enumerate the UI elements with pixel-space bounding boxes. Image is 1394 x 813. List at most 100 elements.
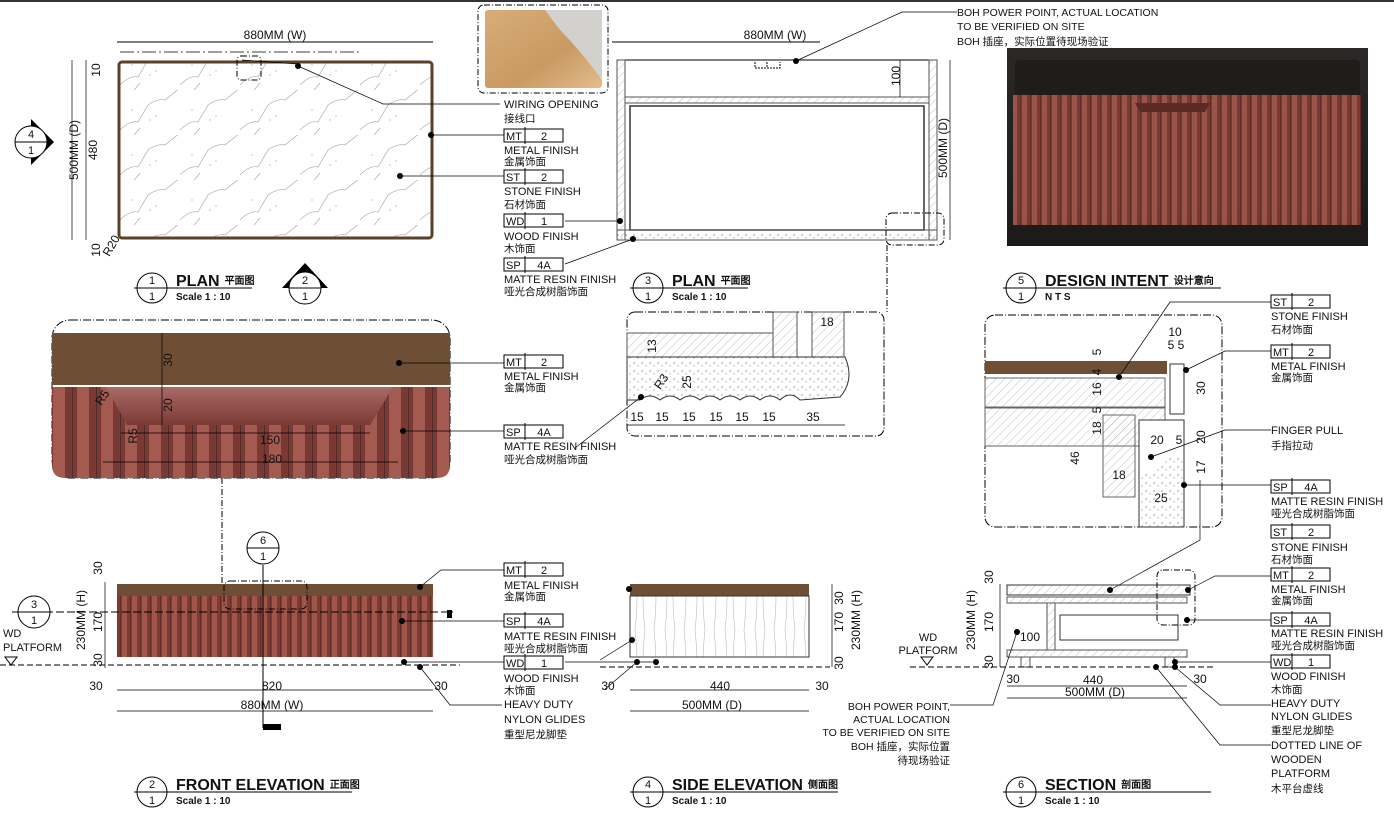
callout-label: STONE FINISH xyxy=(1271,311,1348,323)
view-title-text: FRONT ELEVATION xyxy=(176,777,325,794)
section-marker[interactable]: 41 xyxy=(14,119,54,165)
finish-code-number: 4A xyxy=(1304,482,1318,494)
dimension-label: 30 xyxy=(89,679,103,693)
callout-label: METAL FINISH xyxy=(1271,361,1346,373)
finish-code-number: 4A xyxy=(537,260,551,272)
marker-bottom: 1 xyxy=(28,145,34,157)
callout-label: DOTTED LINE OF xyxy=(1271,740,1362,752)
finish-code-number: 1 xyxy=(541,216,547,228)
callout-label-cn: 木平台虚线 xyxy=(1271,782,1324,795)
callout-label-cn: 金属饰面 xyxy=(504,155,546,168)
finish-code-prefix: MT xyxy=(506,565,522,577)
dimension-label: 18 xyxy=(1090,421,1104,435)
section-marker[interactable]: 61 xyxy=(246,531,280,565)
note-line: BOH POWER POINT, xyxy=(848,701,950,713)
sheet-number: 1 xyxy=(645,291,651,303)
dimension-label: 230MM (H) xyxy=(74,590,88,650)
dimension-label: R5 xyxy=(126,428,140,444)
callout-label: WIRING OPENING xyxy=(504,99,599,111)
view-number: 4 xyxy=(645,779,651,791)
callout-label: PLATFORM xyxy=(1271,768,1330,780)
marker-top: 4 xyxy=(28,129,34,141)
dimension-label: 30 xyxy=(982,570,996,584)
sheet-number: 1 xyxy=(149,795,155,807)
finish-code-prefix: SP xyxy=(506,260,521,272)
dimension-label: 500MM (D) xyxy=(682,698,742,712)
dimension-label: 17 xyxy=(1194,460,1208,474)
dimension-label: 30 xyxy=(161,353,175,367)
callout-label: METAL FINISH xyxy=(504,371,579,383)
wood-sample-photo xyxy=(477,4,609,94)
finish-code-prefix: MT xyxy=(506,131,522,143)
finish-code-number: 4A xyxy=(537,616,551,628)
dimension-label: 30 xyxy=(982,655,996,669)
section-marker[interactable]: 21 xyxy=(282,263,328,305)
dimension-label: 5 xyxy=(1090,348,1104,355)
dimension-label: 230MM (H) xyxy=(964,590,978,650)
front-elevation xyxy=(0,565,504,730)
finish-tag-sp: SP 4A xyxy=(503,256,564,273)
note-line: 待现场验证 xyxy=(898,754,951,767)
view-title-cn: 平面图 xyxy=(225,275,255,287)
finish-code-prefix: WD xyxy=(506,658,524,670)
view-title-text: PLAN xyxy=(176,273,220,290)
wd-platform-label-section: WD PLATFORM xyxy=(898,632,957,657)
dimension-label: 46 xyxy=(1068,451,1082,465)
callout-label: MATTE RESIN FINISH xyxy=(504,274,616,286)
wd-platform-text: PLATFORM xyxy=(898,645,957,657)
design-intent-photo xyxy=(1007,48,1368,246)
dimension-label: 150 xyxy=(260,433,280,447)
plan-view-1 xyxy=(71,4,609,240)
finish-code-number: 4A xyxy=(1304,615,1318,627)
dimension-label: 10 xyxy=(89,243,103,257)
dimension-label: 25 xyxy=(680,375,694,389)
callout-label-cn: 接线口 xyxy=(504,112,536,125)
view-scale: Scale 1 : 10 xyxy=(176,292,231,303)
wave-edge-detail xyxy=(574,311,885,449)
section-marker[interactable]: 31 xyxy=(17,595,51,629)
view-title-text: SECTION xyxy=(1045,777,1116,794)
callout-label: WOOD FINISH xyxy=(1271,671,1346,683)
finish-code-number: 4A xyxy=(537,427,551,439)
view-title-cn: 平面图 xyxy=(721,275,751,287)
finish-code-number: 1 xyxy=(1308,657,1314,669)
finish-code-number: 2 xyxy=(541,357,547,369)
finish-code-prefix: MT xyxy=(1273,347,1289,359)
callout-label-cn: 木饰面 xyxy=(504,684,536,697)
dimension-label: 100 xyxy=(1020,630,1040,644)
callout-label: MATTE RESIN FINISH xyxy=(1271,628,1383,640)
dimension-label: 500MM (D) xyxy=(936,118,950,178)
finish-code-prefix: SP xyxy=(506,427,521,439)
finish-code-prefix: ST xyxy=(1273,297,1287,309)
note-line: TO BE VERIFIED ON SITE xyxy=(822,727,950,739)
wiring-opening xyxy=(236,55,262,81)
view-scale: Scale 1 : 10 xyxy=(1045,796,1100,807)
section-view xyxy=(910,480,1271,746)
finish-tag-mt: MT 2 xyxy=(1270,343,1331,360)
callout-label: NYLON GLIDES xyxy=(504,714,585,726)
sheet-number: 1 xyxy=(645,795,651,807)
wd-platform-text: WD xyxy=(919,632,937,644)
dimension-label: 30 xyxy=(832,656,846,670)
finish-code-number: 2 xyxy=(1308,347,1314,359)
dimension-label: 16 xyxy=(1090,382,1104,396)
callout-label-cn: 金属饰面 xyxy=(504,590,546,603)
view-number: 2 xyxy=(149,779,155,791)
dimension-label: 30 xyxy=(1006,672,1020,686)
finish-code-prefix: SP xyxy=(1273,482,1288,494)
dimension-label: 15 xyxy=(630,410,644,424)
dimension-label: 500MM (D) xyxy=(67,120,81,180)
